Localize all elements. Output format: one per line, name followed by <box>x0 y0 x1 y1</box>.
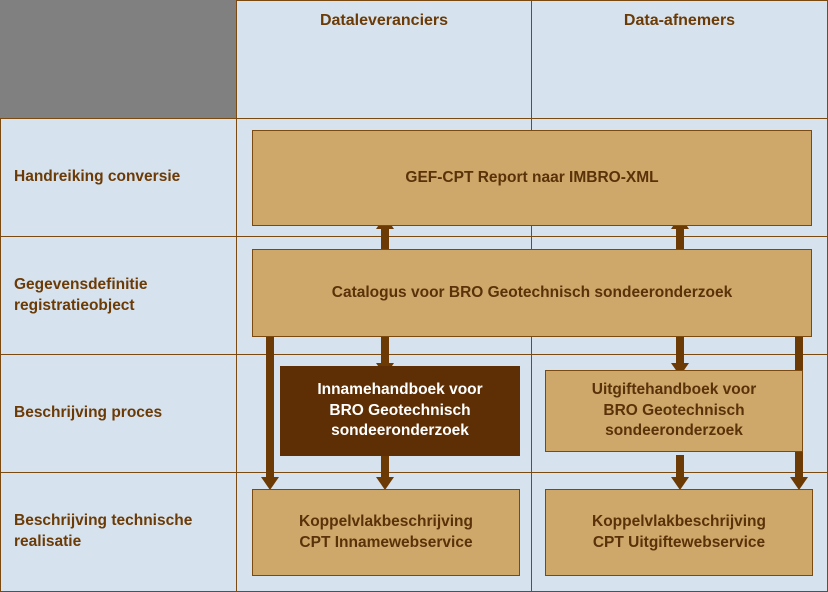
connector-innamehandboek-to-koppelvlak-inname-arrowhead <box>376 477 394 490</box>
column-header-dataleveranciers: Dataleveranciers <box>319 12 449 29</box>
row-label-cell-gegevensdefinitie <box>0 236 237 355</box>
box-gef-cpt-report-lines: GEF-CPT Report naar IMBRO-XML <box>259 168 805 188</box>
box-uitgiftehandboek-line-2: sondeeronderzoek <box>605 422 743 440</box>
box-catalogus[interactable]: Catalogus voor BRO Geotechnisch sondeero… <box>252 249 812 337</box>
box-gef-cpt-report-line-0: GEF-CPT Report naar IMBRO-XML <box>405 168 659 186</box>
row-label-cell-beschrijving-technische-realisatie <box>0 472 237 592</box>
connector-catalogus-to-koppelvlak-inname-line <box>266 337 274 479</box>
box-uitgiftehandboek-line-0: Uitgiftehandboek voor <box>591 381 757 399</box>
connector-uitgiftehandboek-to-koppelvlak-uitgifte-arrowhead <box>671 477 689 490</box>
column-header-cell-data-afnemers <box>531 0 828 119</box>
row-label-beschrijving-technische-realisatie: Beschrijving technische realisatie <box>14 512 193 550</box>
column-header-data-afnemers: Data-afnemers <box>623 12 736 29</box>
row-label-handreiking-conversie: Handreiking conversie <box>14 168 181 186</box>
box-catalogus-line-0: Catalogus voor BRO Geotechnisch sondeero… <box>331 283 733 301</box>
box-koppelvlak-inname-line-1: CPT Innamewebservice <box>299 533 473 551</box>
row-label-cell-beschrijving-proces <box>0 354 237 473</box>
connector-catalogus-to-koppelvlak-uitgifte-arrowhead <box>790 477 808 490</box>
row-label-beschrijving-proces: Beschrijving proces <box>14 404 163 422</box>
connector-catalogus-to-koppelvlak-inname-arrowhead <box>261 477 279 490</box>
box-innamehandboek-line-0: Innamehandboek voor <box>317 381 483 399</box>
connector-catalogus-to-uitgiftehandboek-line <box>676 337 684 365</box>
box-catalogus-lines: Catalogus voor BRO Geotechnisch sondeero… <box>259 283 805 303</box>
connector-innamehandboek-to-koppelvlak-inname-line <box>381 455 389 479</box>
connector-catalogus-to-gef-left-line <box>381 228 389 256</box>
column-header-cell-dataleveranciers <box>236 0 532 119</box>
box-koppelvlak-uitgifte-line-0: Koppelvlakbeschrijving <box>592 513 766 531</box>
box-koppelvlak-inname-line-0: Koppelvlakbeschrijving <box>299 513 473 531</box>
connector-catalogus-to-gef-right-line <box>676 228 684 256</box>
corner-cell <box>0 0 237 119</box>
box-gef-cpt-report[interactable]: GEF-CPT Report naar IMBRO-XML <box>252 130 812 226</box>
box-innamehandboek-line-2: sondeeronderzoek <box>331 422 469 440</box>
connector-uitgiftehandboek-to-koppelvlak-uitgifte-line <box>676 455 684 479</box>
connector-catalogus-to-innamehandboek-line <box>381 337 389 365</box>
box-koppelvlak-uitgifte-line-1: CPT Uitgiftewebservice <box>592 533 766 551</box>
row-label-gegevensdefinitie-registratieobject: Gegevensdefinitie registratieobject <box>14 275 148 314</box>
box-uitgiftehandboek-line-1: BRO Geotechnisch <box>603 401 745 419</box>
box-innamehandboek-line-1: BRO Geotechnisch <box>329 401 471 419</box>
